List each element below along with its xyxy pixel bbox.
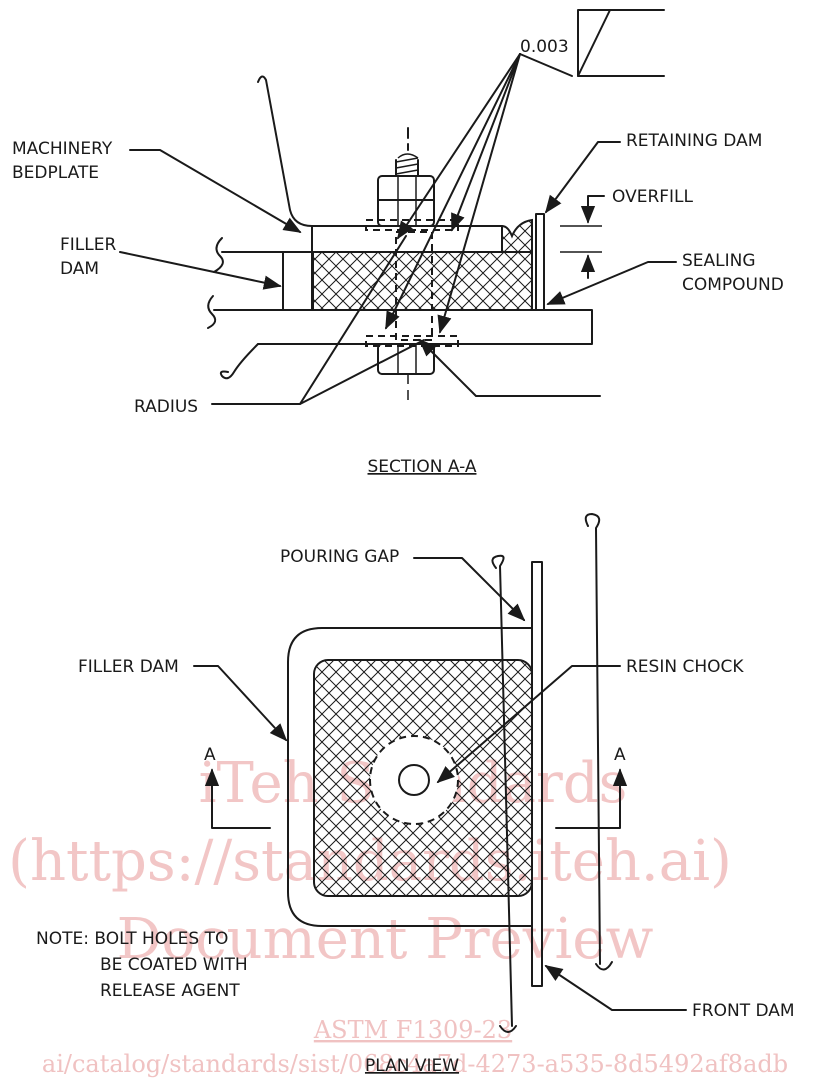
sealing-compound-label-2: COMPOUND bbox=[682, 275, 784, 295]
pouring-gap-label: POURING GAP bbox=[280, 547, 399, 567]
note-line-2: BE COATED WITH bbox=[100, 955, 248, 975]
filler-dam-section-label-1: FILLER bbox=[60, 235, 116, 255]
watermark-line5: ai/catalog/standards/sist/068c4a7d-4273-… bbox=[42, 1050, 788, 1078]
radius-label: RADIUS bbox=[134, 397, 198, 417]
section-title: SECTION A-A bbox=[368, 457, 477, 477]
retaining-dam-label: RETAINING DAM bbox=[626, 131, 762, 151]
front-dam-plate bbox=[531, 561, 543, 987]
resin-chock-label: RESIN CHOCK bbox=[626, 657, 744, 677]
retaining-dam-plate bbox=[535, 213, 545, 311]
overfill-label: OVERFILL bbox=[612, 187, 694, 207]
machinery-bedplate-label-1: MACHINERY bbox=[12, 139, 113, 159]
plan-title: PLAN VIEW bbox=[365, 1056, 459, 1076]
watermark-line3: Document Preview bbox=[117, 907, 654, 972]
note-line-3: RELEASE AGENT bbox=[100, 981, 240, 1001]
resin-chock-section bbox=[311, 251, 533, 311]
watermark-line4: ASTM F1309-23 bbox=[313, 1016, 512, 1044]
filler-dam-section bbox=[282, 251, 314, 311]
plan-view: A A POURING GAP FILLER DAM RESIN CHOCK N… bbox=[36, 513, 795, 1076]
note-line-1: NOTE: BOLT HOLES TO bbox=[36, 929, 228, 949]
filler-dam-section-label-2: DAM bbox=[60, 259, 99, 279]
section-a-a-view: 0.003 MACHINERY BEDPLATE RETAINING DAM O… bbox=[12, 9, 784, 477]
section-marker-right: A bbox=[614, 745, 626, 765]
filler-dam-plan-label: FILLER DAM bbox=[78, 657, 179, 677]
dimension-label: 0.003 bbox=[520, 37, 569, 57]
sealing-compound-label-1: SEALING bbox=[682, 251, 756, 271]
front-dam-label: FRONT DAM bbox=[692, 1001, 795, 1021]
machinery-bedplate-label-2: BEDPLATE bbox=[12, 163, 99, 183]
section-marker-left: A bbox=[204, 745, 216, 765]
